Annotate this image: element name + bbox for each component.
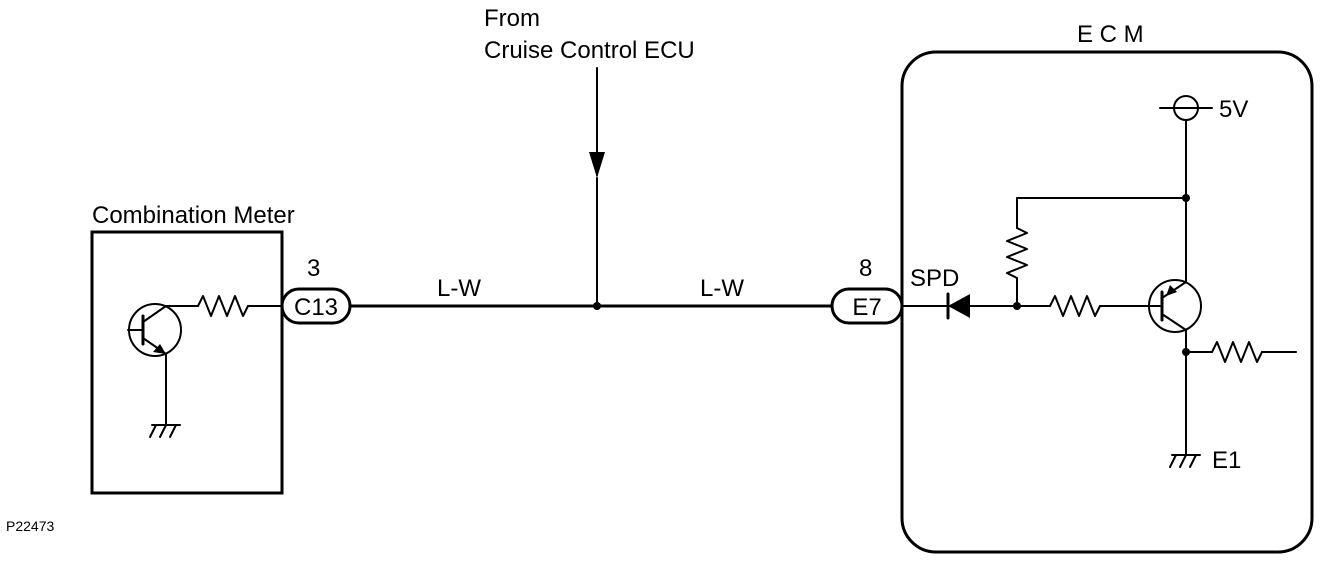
wire-color-left: L-W bbox=[437, 275, 481, 302]
resistor-icon bbox=[1211, 341, 1263, 363]
e7-pin-number: 8 bbox=[859, 255, 872, 282]
e7-connector-label: E7 bbox=[852, 294, 881, 321]
ground-terminal-label: E1 bbox=[1212, 447, 1241, 474]
resistor-icon bbox=[197, 295, 249, 317]
source-label-line1: From bbox=[484, 5, 540, 32]
combination-meter-box bbox=[90, 230, 284, 495]
transistor-icon bbox=[127, 303, 182, 357]
ground-icon bbox=[149, 424, 181, 438]
c13-connector-label: C13 bbox=[294, 294, 338, 321]
arrow-down-icon bbox=[589, 67, 605, 307]
c13-pin-number: 3 bbox=[307, 255, 320, 282]
ecm-box bbox=[900, 50, 1314, 554]
resistor-icon bbox=[1049, 295, 1101, 317]
diode-icon bbox=[946, 292, 970, 320]
combination-meter-label: Combination Meter bbox=[92, 202, 295, 229]
spd-terminal-label: SPD bbox=[910, 265, 959, 292]
figure-code: P22473 bbox=[6, 518, 54, 534]
power-source-icon bbox=[1159, 95, 1213, 121]
resistor-icon bbox=[1006, 227, 1028, 279]
ground-icon bbox=[1169, 454, 1201, 468]
source-label-line2: Cruise Control ECU bbox=[484, 37, 695, 64]
ecm-label: E C M bbox=[1077, 21, 1144, 48]
supply-voltage-label: 5V bbox=[1219, 96, 1248, 123]
transistor-icon bbox=[1148, 279, 1202, 333]
wire-color-right: L-W bbox=[700, 275, 744, 302]
